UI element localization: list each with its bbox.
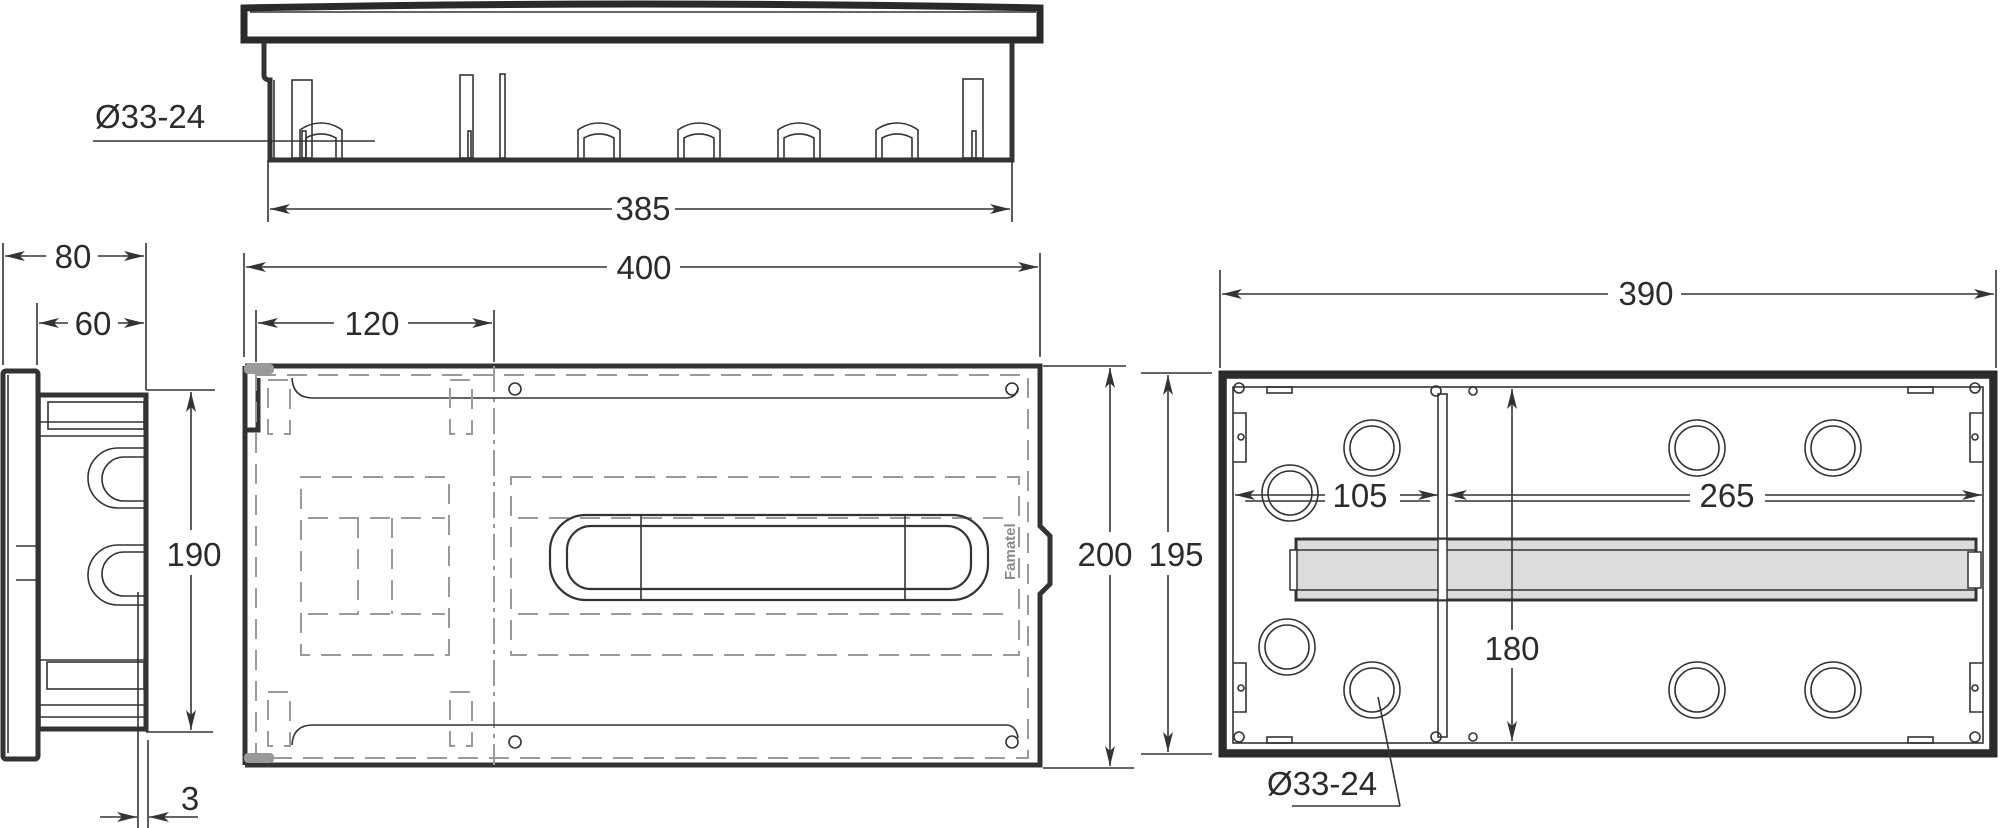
front-inner-height-label: 195 [1148,536,1203,573]
back-left-section-label: 105 [1332,477,1387,514]
top-knockouts [299,122,919,158]
side-depth-total-label: 80 [55,238,92,275]
front-width-label: 400 [616,249,671,286]
back-view: 390 105 265 180 Ø33-24 [1218,270,1998,807]
screw-icon [508,382,522,396]
front-window [548,513,990,602]
front-hinge-offset-label: 120 [344,305,399,342]
din-rail [1294,537,1978,602]
front-brand-text: Famatel [1002,523,1019,580]
side-box [40,392,149,732]
front-height-label: 200 [1077,536,1132,573]
side-depth-box-label: 60 [75,305,112,342]
screw-icon [1005,735,1019,749]
top-width-label: 385 [615,190,670,227]
back-width-label: 390 [1618,275,1673,312]
back-knockouts [1258,419,1862,719]
screw-icon [1005,382,1019,396]
side-height-label: 190 [166,536,221,573]
back-outer-frame [1218,370,1998,758]
top-view: Ø33-24 385 [93,0,1044,227]
side-flange [0,368,41,762]
screw-icon [508,735,522,749]
side-view: 80 60 190 3 [0,238,222,828]
front-outline [245,363,1053,768]
front-view: Famatel 400 120 200 195 [242,249,1212,769]
side-flange-label: 3 [181,780,199,817]
back-right-section-label: 265 [1699,477,1754,514]
box-body-outline [261,42,1015,163]
back-knockout-label: Ø33-24 [1267,765,1377,802]
top-knockout-label: Ø33-24 [95,98,205,135]
back-rail-height-label: 180 [1484,630,1539,667]
lid-outline [240,0,1044,44]
